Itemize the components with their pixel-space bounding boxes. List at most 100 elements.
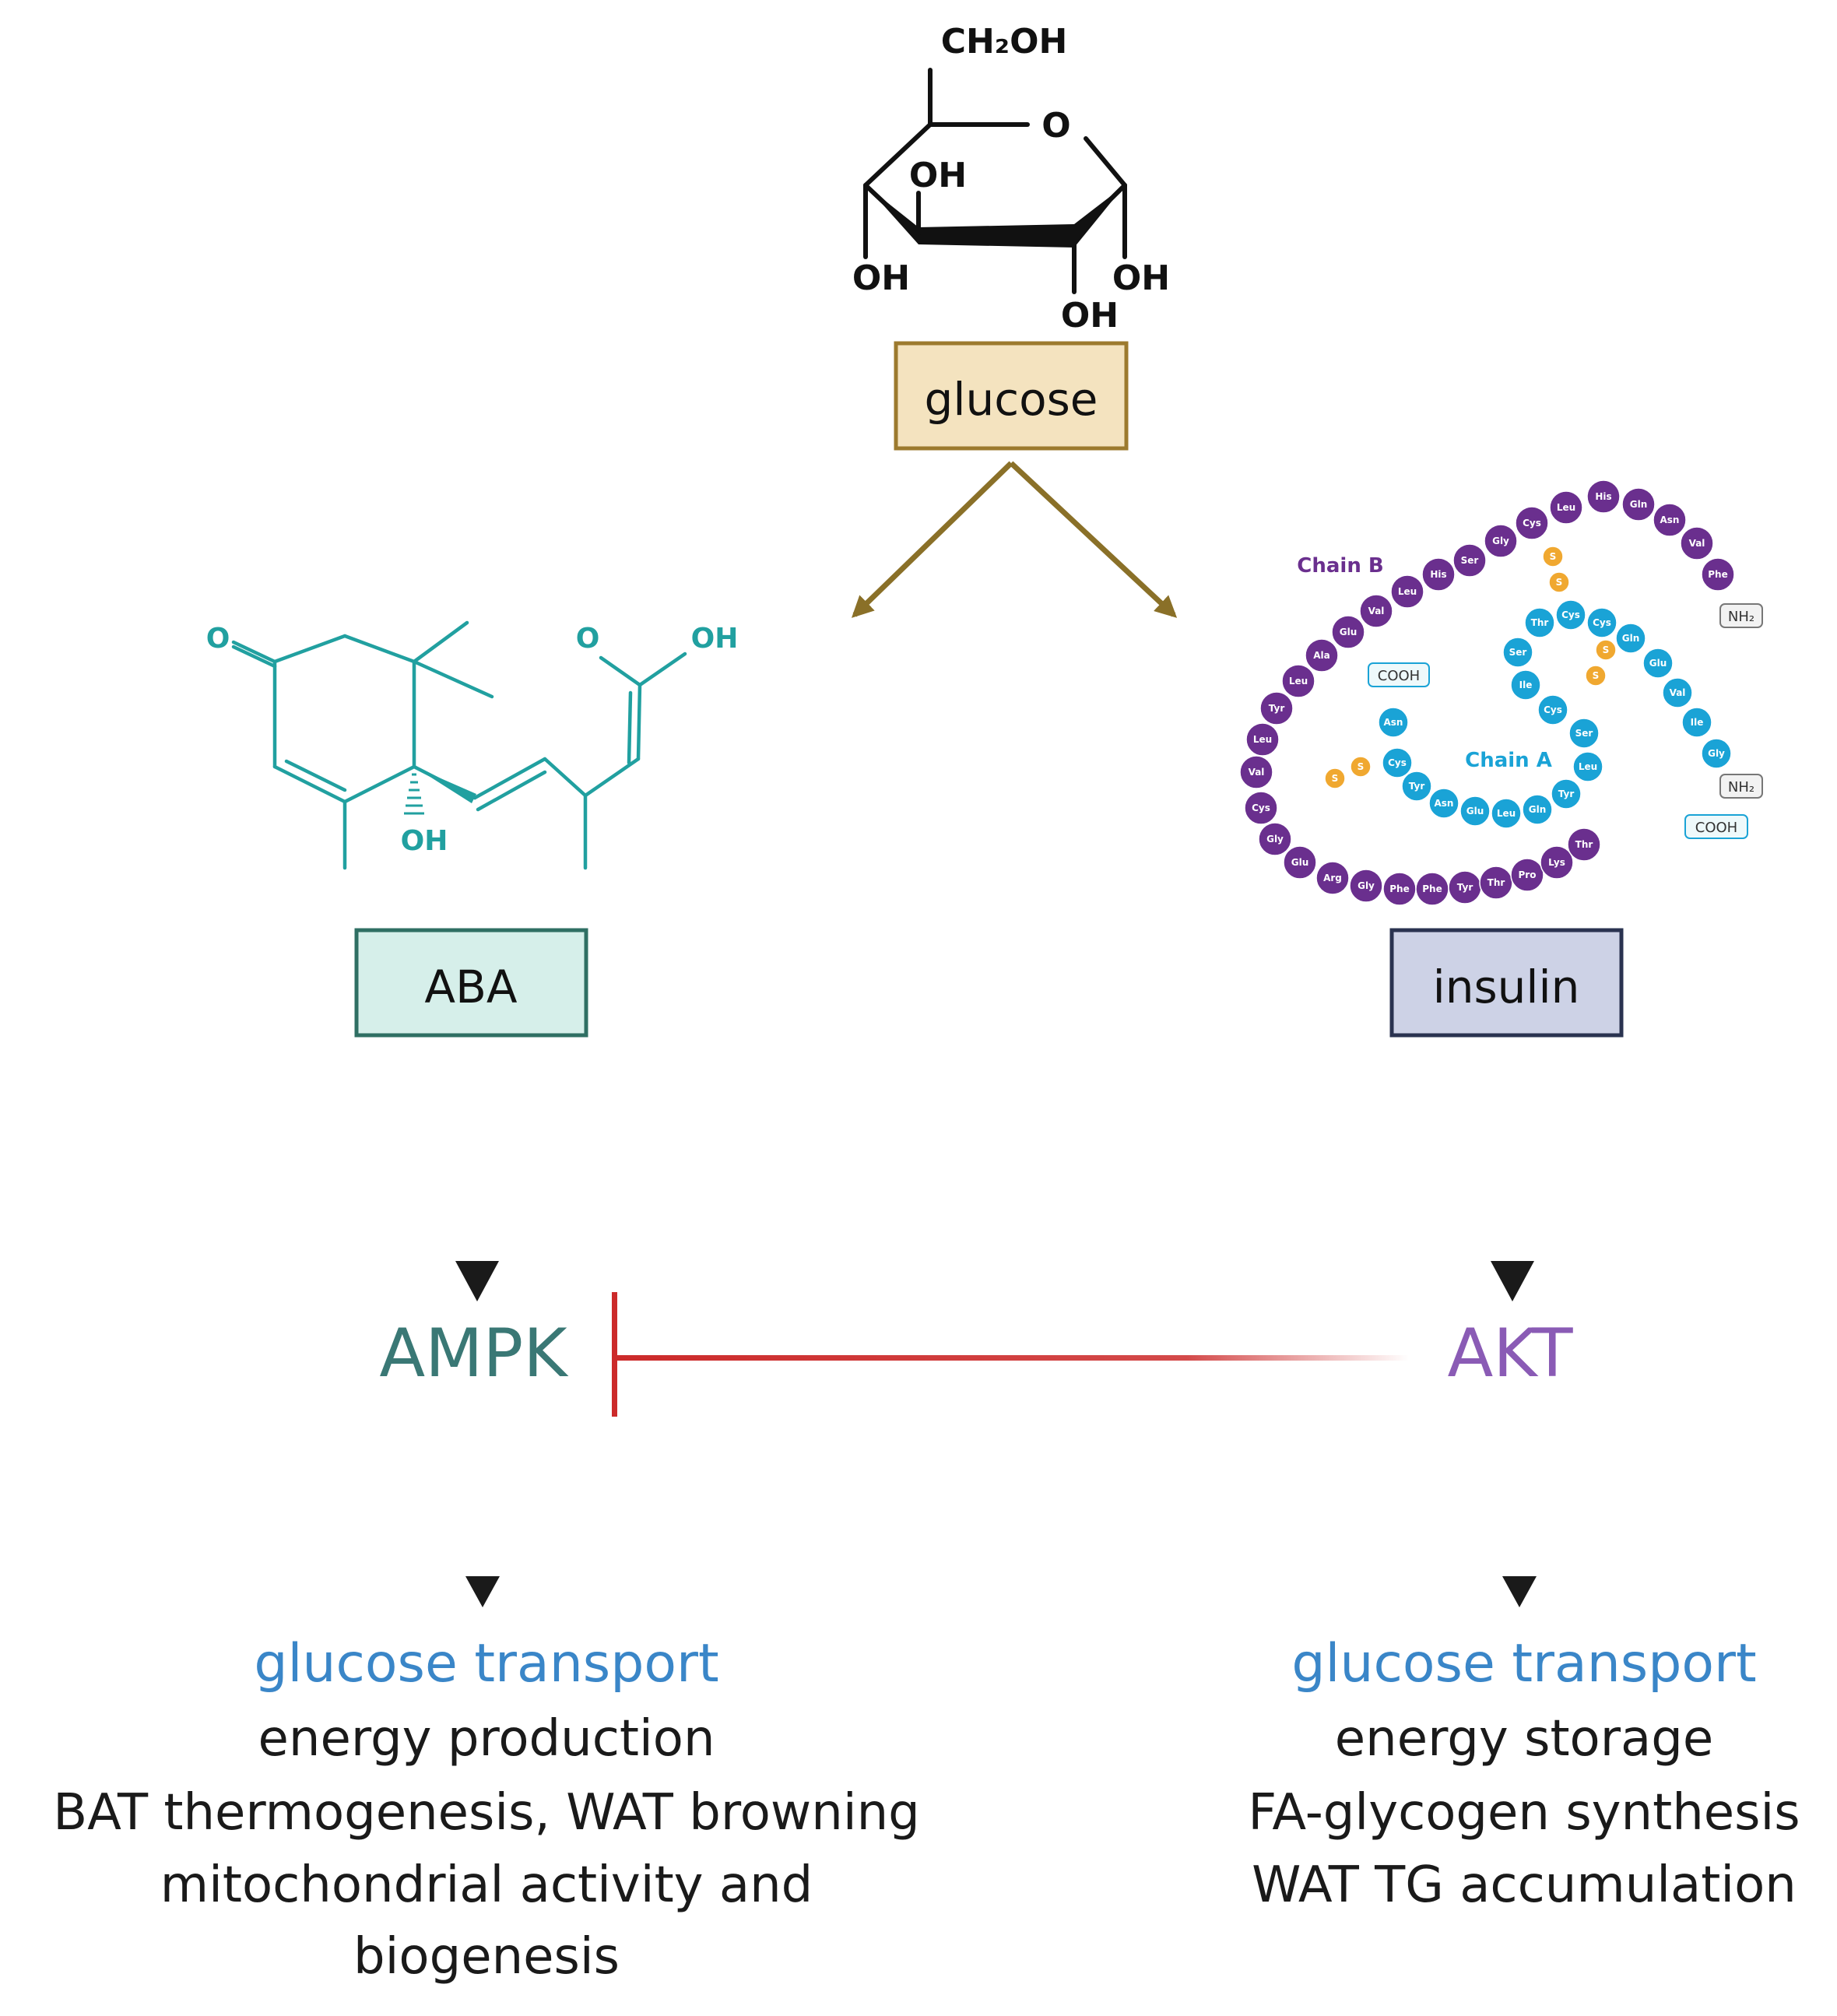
akt-outcome-line: FA-glycogen synthesis (1248, 1784, 1800, 1842)
chain-a-residue (1662, 677, 1693, 708)
chain-b-residue (1281, 664, 1315, 698)
chain-a-residue (1502, 637, 1533, 668)
akt-outcome-line: energy storage (1335, 1710, 1713, 1768)
chain-b-residue-label: Glu (1291, 857, 1309, 868)
chain-b-residue (1680, 526, 1714, 560)
chain-a-residue (1510, 669, 1541, 701)
chain-a-residue (1459, 796, 1491, 827)
glucose-oh-right: OH (1112, 258, 1170, 298)
disulfide-sulfur (1585, 665, 1607, 687)
chain-b-residue-label: Gly (1358, 880, 1375, 891)
akt-outcomes: glucose transport energy storage FA-glyc… (1248, 1633, 1800, 1914)
ampk-outcomes: glucose transport energy production BAT … (53, 1633, 920, 1986)
glucose-oh-ring: OH (909, 156, 967, 195)
chain-a-residue (1681, 707, 1712, 738)
chain-b-residue (1621, 487, 1656, 522)
chain-b-residue-label: Phe (1389, 883, 1409, 894)
chain-a-residue-label: Cys (1593, 617, 1611, 628)
insulin-label: insulin (1433, 961, 1580, 1013)
chain-a-residue-label: Gln (1622, 633, 1640, 644)
chain-a-residue-label: Ser (1575, 728, 1593, 739)
chain-a-residue-label: Gly (1708, 748, 1725, 759)
aba-wedge-bond (414, 767, 476, 803)
chain-b-residue (1331, 615, 1365, 649)
aba-ketone-o: O (206, 623, 230, 655)
arrow-glucose-to-insulin (1009, 461, 1178, 618)
chain-a-residue (1615, 623, 1646, 654)
chain-a-residue (1642, 648, 1674, 679)
aba-box (354, 928, 588, 1038)
chain-a-residue (1382, 747, 1413, 778)
aba-label: ABA (424, 961, 517, 1013)
b-cooh-tag: COOH (1695, 820, 1737, 836)
a-cooh-tag: COOH (1378, 668, 1420, 684)
glucose-ring-oxygen: O (1041, 106, 1070, 146)
chain-a-residue-label: Leu (1579, 761, 1597, 772)
chain-a-residue-label: Asn (1435, 798, 1454, 809)
aba-ring-oh: OH (401, 825, 448, 857)
chain-b-residue (1315, 861, 1350, 895)
glucose-structure (863, 68, 1127, 294)
disulfide-sulfur-label: S (1603, 644, 1610, 655)
chain-a-residue (1568, 718, 1600, 749)
chain-b-residue (1245, 722, 1280, 757)
akt-outcome-line: WAT TG accumulation (1252, 1856, 1797, 1914)
aba-structure (231, 620, 687, 870)
chain-b-residue-label: Phe (1708, 569, 1727, 580)
chain-a-residue-label: Glu (1649, 658, 1667, 669)
chain-a-residue (1491, 798, 1522, 829)
chain-b-residue (1452, 543, 1487, 578)
chain-a-residue-label: Cys (1388, 757, 1407, 768)
chain-b-residue (1484, 524, 1518, 558)
chain-b-residue-label: Leu (1557, 502, 1575, 513)
chain-b-residue-label: Ser (1461, 555, 1479, 566)
glucose-atom-labels: CH₂OH O OH OH OH OH (852, 22, 1170, 335)
glucose-label: glucose (925, 373, 1098, 426)
chain-b-residue (1653, 503, 1687, 537)
chain-b-residue-label: Gly (1492, 536, 1509, 546)
chain-b-residue-label: His (1430, 569, 1446, 580)
chain-a-residue-label: Ile (1691, 717, 1704, 728)
insulin-terminal-tags: NH₂ NH₂ COOH COOH (1368, 603, 1763, 839)
chain-b-residue-label: Val (1368, 606, 1385, 616)
arrow-akt-to-outcomes-head (1502, 1576, 1537, 1607)
b-nh2-tag: NH₂ (1728, 609, 1754, 625)
chain-b-residue-label: His (1595, 491, 1611, 502)
disulfide-sulfur (1595, 639, 1617, 661)
chain-b-residue-label: Cys (1252, 803, 1270, 813)
chain-b-residue (1239, 755, 1273, 789)
chain-a-residue-label: Cys (1561, 609, 1580, 620)
akt-outcome-glucose-transport: glucose transport (1291, 1633, 1756, 1695)
chain-a-residue-label: Asn (1384, 717, 1403, 728)
chain-b-residue (1586, 479, 1621, 514)
aba-atom-labels: O O OH OH (206, 623, 739, 857)
chain-b-residue (1258, 822, 1292, 856)
chain-a-residue (1428, 788, 1459, 819)
chain-a-label: Chain A (1465, 749, 1552, 772)
chain-b-residue-label: Phe (1422, 883, 1442, 894)
chain-b-residue (1510, 858, 1544, 892)
chain-a-residue-label: Tyr (1409, 781, 1425, 792)
disulfide-sulfur (1350, 756, 1372, 778)
glucose-ch2oh-label: CH₂OH (941, 22, 1068, 61)
arrow-ampk-to-outcomes-head (465, 1576, 500, 1607)
chain-b-residue-label: Val (1249, 767, 1265, 778)
chain-a-residue (1555, 599, 1586, 630)
inhibition-bar (612, 1292, 617, 1417)
chain-a-residue (1586, 607, 1617, 638)
chain-a-residue-label: Glu (1466, 806, 1484, 817)
chain-a-residue (1551, 778, 1582, 810)
chain-b-residue (1549, 490, 1583, 525)
chain-a-residue-label: Leu (1497, 808, 1516, 819)
chain-b-residue-label: Thr (1488, 877, 1505, 888)
chain-a-residue (1537, 694, 1568, 725)
ampk-outcome-line: energy production (258, 1710, 715, 1768)
chain-b-residue-label: Lys (1548, 857, 1565, 868)
chain-b-residue-label: Gln (1630, 499, 1648, 510)
chain-b-residue (1567, 827, 1601, 862)
glucose-box (894, 341, 1129, 451)
chain-a-residue (1401, 771, 1432, 802)
chain-b-residue (1259, 691, 1294, 725)
chain-a-residue-label: Tyr (1558, 788, 1575, 799)
